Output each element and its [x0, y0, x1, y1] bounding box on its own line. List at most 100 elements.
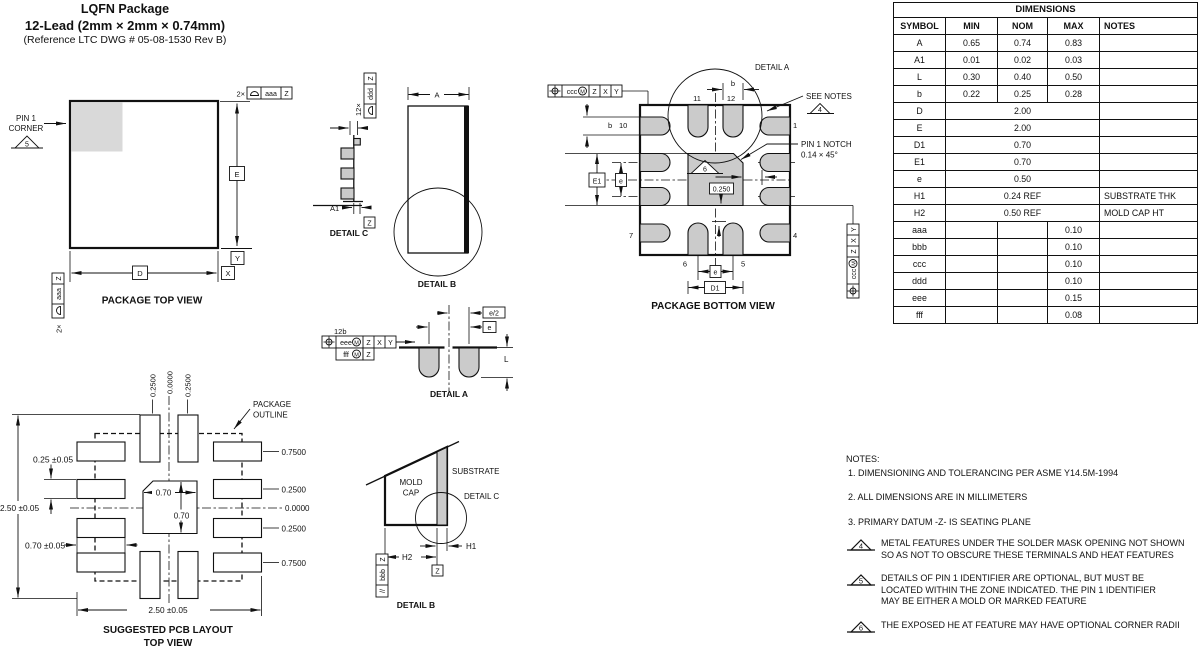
svg-text:A: A — [434, 91, 439, 100]
svg-text:Z: Z — [284, 91, 289, 98]
dim-E: E — [220, 101, 250, 246]
dim-pad-length: 0.70 ±0.05 — [25, 536, 138, 554]
detail-b-bottom-caption: DETAIL B — [397, 600, 435, 610]
detail-c-top: 12× ddd Z A1 — [313, 72, 377, 238]
mmc-symbol-icon: M — [352, 349, 361, 359]
table-title-row: DIMENSIONS — [892, 2, 1198, 18]
detail-b-caption: DETAIL B — [418, 279, 456, 289]
svg-text:H1: H1 — [466, 542, 477, 551]
svg-text:7: 7 — [629, 231, 633, 240]
svg-text:Y: Y — [614, 89, 619, 96]
dim-A: A — [407, 87, 470, 100]
svg-text:Z: Z — [380, 557, 387, 562]
exposed-heat-pad — [687, 152, 744, 207]
substrate-edge — [464, 106, 469, 253]
substrate-label: SUBSTRATE — [452, 467, 499, 476]
svg-text:12: 12 — [727, 94, 735, 103]
svg-text:2.50 ±0.05: 2.50 ±0.05 — [0, 503, 40, 513]
detail-c-callout-label: DETAIL C — [464, 492, 499, 501]
svg-text:6: 6 — [859, 623, 863, 632]
svg-text:Z: Z — [851, 249, 858, 254]
note-triangle-6-icon: 6 — [847, 620, 875, 633]
dim-pad-height: 0.25 ±0.05 — [33, 455, 76, 514]
pin1-notch-callout: PIN 1 NOTCH 0.14 × 45° — [740, 140, 852, 160]
svg-text:X: X — [225, 269, 230, 278]
svg-text:PIN 1 NOTCH: PIN 1 NOTCH — [801, 140, 852, 149]
svg-text:E: E — [234, 170, 239, 179]
pcb-top-labels: 0.2500 0.0000 0.2500 — [149, 371, 193, 414]
svg-text:0.14 × 45°: 0.14 × 45° — [801, 151, 838, 160]
table-header-row: SYMBOL MIN NOM MAX NOTES — [893, 17, 1198, 35]
svg-text:Z: Z — [592, 89, 597, 96]
lead-section-lines — [399, 305, 497, 391]
svg-text:0.2500: 0.2500 — [149, 374, 158, 397]
svg-text:bbb: bbb — [380, 569, 387, 581]
svg-text:6: 6 — [703, 167, 707, 174]
svg-text:H2: H2 — [402, 553, 413, 562]
svg-text:11: 11 — [693, 94, 701, 103]
mmc-symbol-icon: M — [578, 86, 587, 96]
note-triangle-4-icon: 4 — [847, 539, 875, 551]
parallelism-symbol-icon: // — [380, 589, 387, 593]
package-outline-dashed — [94, 432, 243, 582]
svg-text:0.70: 0.70 — [174, 512, 190, 521]
svg-text:0.2500: 0.2500 — [282, 525, 307, 534]
svg-text:ddd: ddd — [368, 88, 375, 100]
svg-text:D1: D1 — [711, 286, 720, 293]
detail-a: 12b eee M Z X Y — [321, 305, 513, 399]
note-triangle-5-icon: 5 — [847, 574, 875, 586]
detail-b-bottom: MOLD CAP SUBSTRATE DETAIL C H1 H2 Z — [365, 440, 499, 610]
svg-text:0.7500: 0.7500 — [282, 559, 307, 568]
svg-text:10: 10 — [619, 121, 627, 130]
note-1: 1. DIMENSIONING AND TOLERANCING PER ASME… — [848, 467, 1119, 478]
svg-text:X: X — [377, 340, 382, 347]
svg-text:E1: E1 — [593, 179, 602, 186]
profile-symbol-icon — [368, 106, 373, 115]
svg-text:4: 4 — [859, 542, 863, 551]
svg-text:D: D — [137, 269, 143, 278]
pcb-pads — [76, 414, 263, 600]
pin1-corner-label: PIN 1 — [16, 114, 37, 123]
dim-H2: H2 — [384, 528, 436, 562]
mold-cap-label: MOLD — [399, 478, 422, 487]
datum-z-box — [363, 216, 376, 229]
svg-text:e: e — [488, 325, 492, 332]
svg-text:0.7500: 0.7500 — [282, 448, 307, 457]
datum-x-box — [221, 266, 235, 280]
mmc-symbol-icon: M — [352, 337, 361, 347]
svg-text:fff: fff — [343, 352, 349, 359]
detail-c-caption: DETAIL C — [330, 228, 368, 238]
fcf-ddd: 12× ddd Z — [354, 72, 377, 119]
fcf-top-aaa: 2× aaa Z — [236, 86, 293, 100]
svg-text:ccc: ccc — [567, 89, 578, 96]
svg-text:aaa: aaa — [56, 288, 63, 300]
svg-text:M: M — [580, 89, 585, 95]
detail-c-callout-circle — [415, 492, 467, 544]
svg-text:4: 4 — [793, 231, 797, 240]
fcf-ccc-top: ccc M Z X Y — [547, 84, 623, 98]
table-title: DIMENSIONS — [892, 2, 1198, 18]
svg-text:2×: 2× — [55, 324, 64, 333]
svg-text:5: 5 — [25, 142, 29, 149]
position-symbol-icon — [549, 85, 561, 97]
svg-text:L: L — [504, 355, 509, 364]
qty-12b-label: 12b — [334, 327, 347, 336]
svg-text:A1: A1 — [330, 204, 339, 213]
position-symbol-icon — [847, 285, 859, 297]
svg-text:M: M — [354, 352, 359, 358]
svg-text:M: M — [354, 340, 359, 346]
dim-A1: A1 — [330, 203, 372, 214]
datum-z-box — [431, 564, 444, 577]
substrate-strip — [436, 446, 448, 526]
package-bottom-view: 6 0.250 DETAIL A 11 12 1 4 — [547, 63, 860, 312]
svg-text:b: b — [608, 121, 612, 130]
fcf-bbb: // bbb Z — [375, 553, 389, 598]
dim-e-bottom: e — [697, 256, 734, 280]
